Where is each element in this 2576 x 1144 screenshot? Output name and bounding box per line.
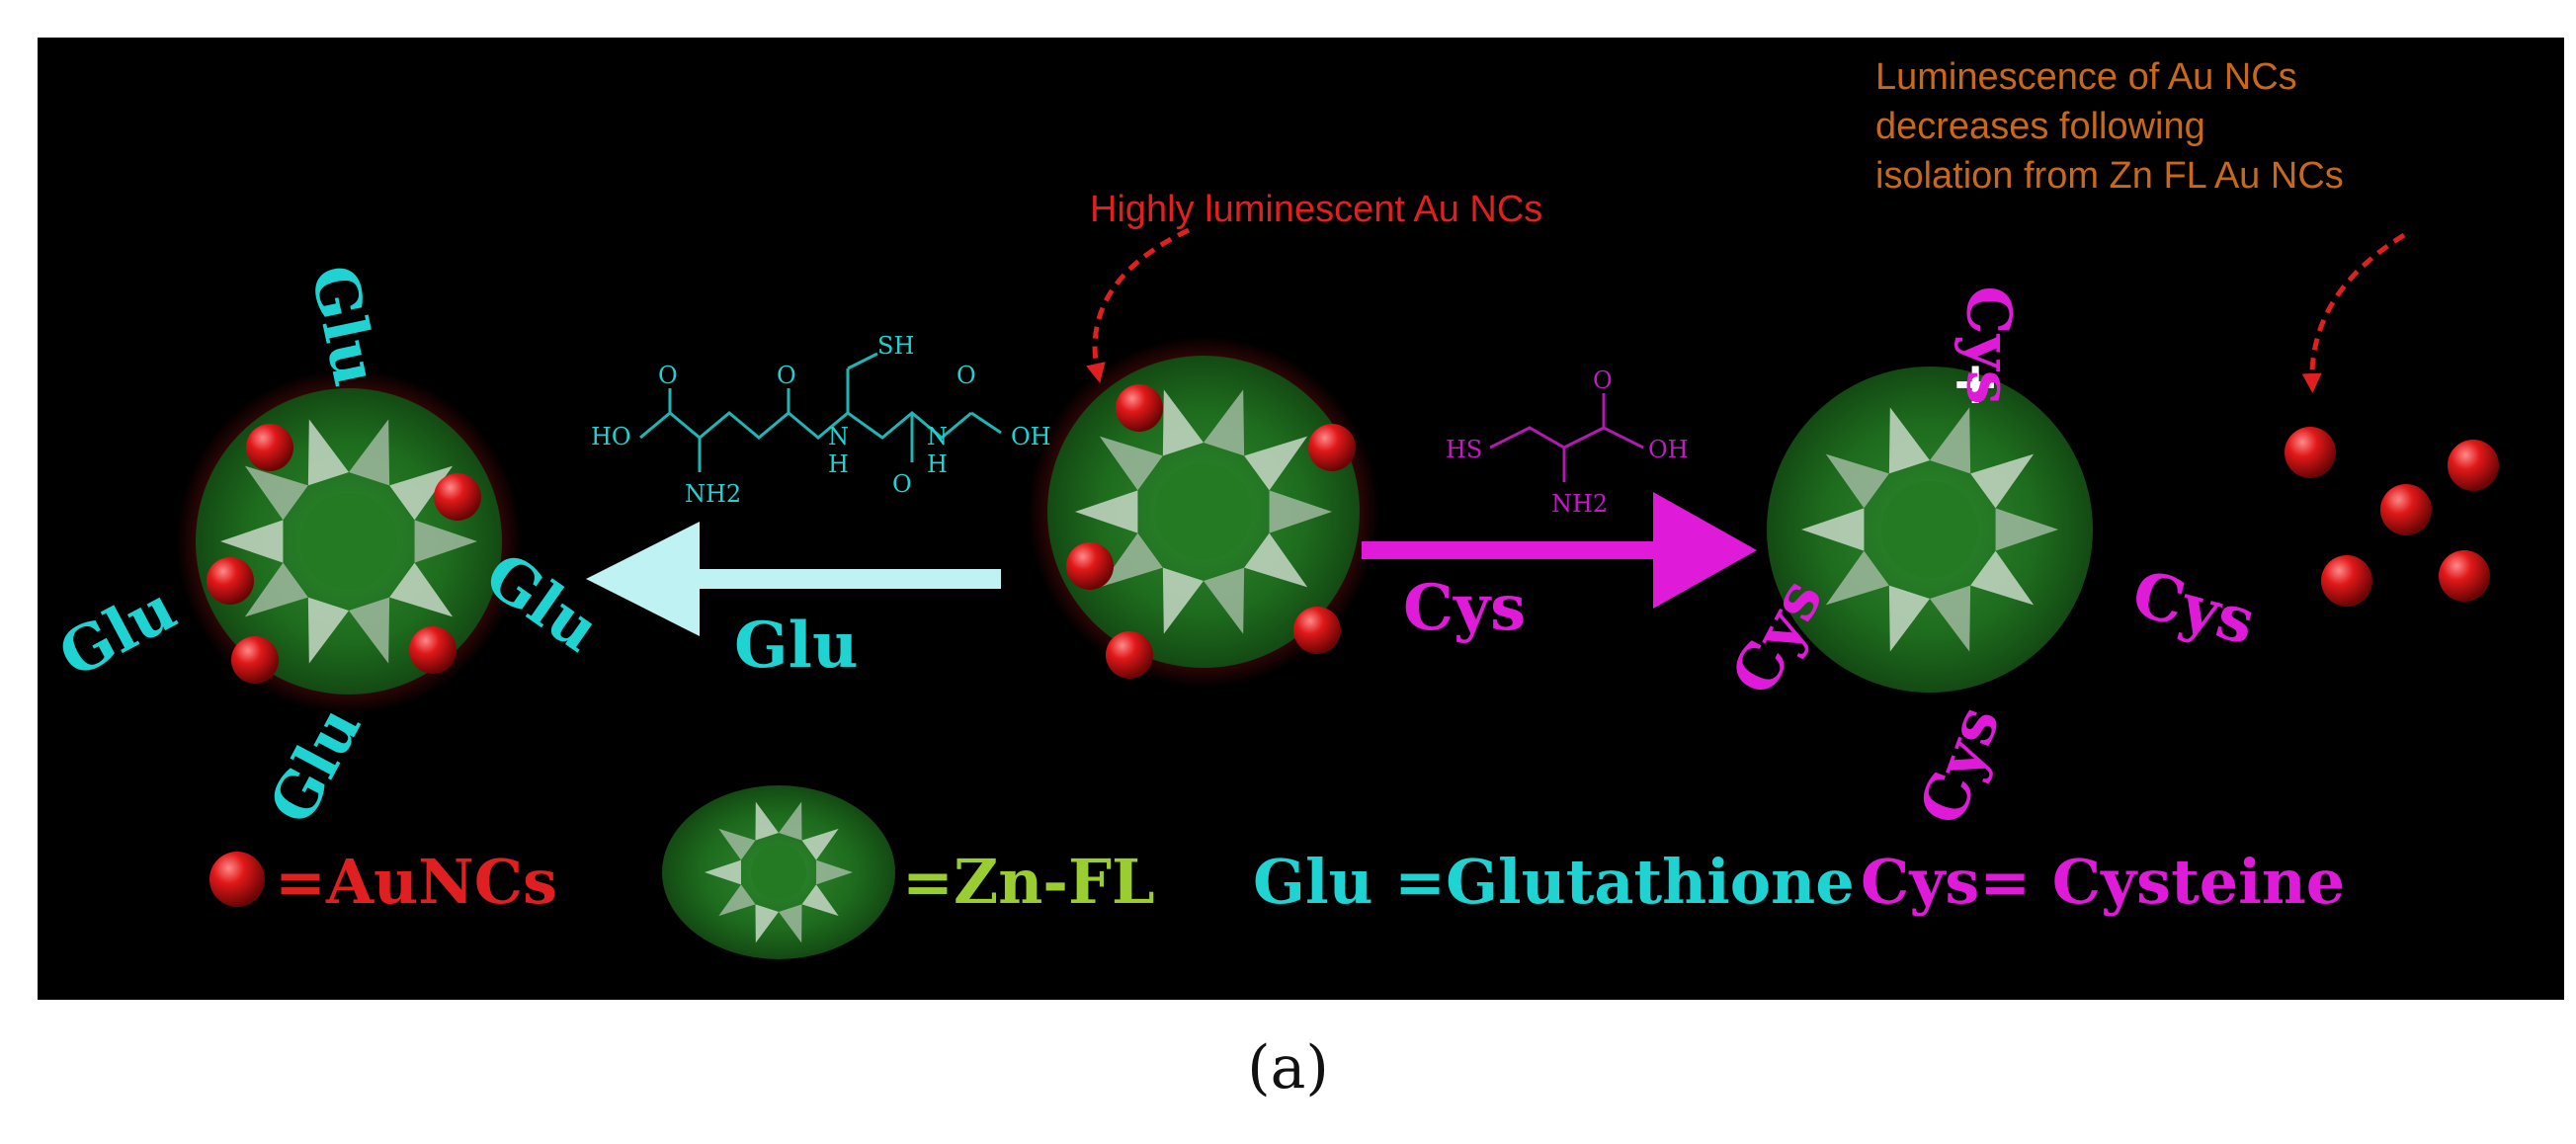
glu-arrow: [586, 522, 1001, 636]
legend-zn-fl-icon: [662, 785, 895, 959]
molecule-atom: O: [777, 362, 796, 389]
molecule-atom: N: [828, 423, 849, 450]
annotation-arrow: [2301, 232, 2406, 393]
molecule-atom: H: [927, 450, 948, 478]
glu-arrow-label: Glu: [734, 609, 859, 683]
highly-luminescent-label: Highly luminescent Au NCs: [1090, 189, 1543, 230]
molecule-atom: NH2: [685, 480, 741, 508]
figure-caption: (a): [1247, 1033, 1329, 1103]
cysteine-structure: [1489, 393, 1644, 482]
zn-fl-star-pattern: [1801, 407, 2058, 652]
legend-aunc-icon: [209, 852, 265, 907]
gold-nanocluster-icon: [1116, 384, 1163, 432]
molecule-atom: NH2: [1551, 490, 1608, 518]
gold-nanocluster-icon: [1293, 607, 1341, 654]
gold-nanocluster-icon: [1308, 424, 1356, 471]
cys-capped-sphere: [1767, 367, 2093, 693]
legend-glu-text: Glu =Glutathione: [1253, 846, 1855, 918]
zn-fl-star-pattern: [220, 419, 477, 664]
molecule-atom: SH: [877, 332, 914, 360]
gold-nanocluster-icon: [409, 626, 457, 674]
zn-fl-star-pattern: [705, 801, 853, 943]
gold-nanocluster-icon: [2380, 484, 2432, 535]
gold-nanocluster-icon: [2321, 555, 2372, 607]
cys-arrow: [1362, 492, 1757, 609]
zn-fl-au-nc-composite: [1028, 336, 1379, 688]
scheme-diagram: O SH O HO N N OH H H NH2 O O O HS OH NH2…: [176, 227, 2499, 959]
molecule-atom: O: [1593, 367, 1613, 394]
molecule-atom: H: [828, 450, 849, 478]
molecule-atom: HS: [1446, 436, 1482, 463]
gold-nanocluster-icon: [2448, 440, 2499, 491]
gold-nanocluster-icon: [1066, 542, 1114, 590]
luminescence-decrease-line3: isolation from Zn FL Au NCs: [1875, 155, 2344, 197]
gold-nanocluster-icon: [231, 636, 279, 684]
annotation-arrow: [1086, 227, 1191, 383]
zn-fl-star-pattern: [1075, 389, 1332, 634]
molecule-atom: O: [892, 470, 912, 498]
gold-nanocluster-icon: [246, 424, 293, 471]
molecule-atom: OH: [1011, 423, 1051, 450]
luminescence-decrease-line2: decreases following: [1875, 106, 2205, 147]
gold-nanocluster-icon: [1106, 631, 1153, 679]
glutathione-structure: [639, 352, 1002, 472]
cys-arrow-label: Cys: [1403, 571, 1527, 645]
figure-panel: O SH O HO N N OH H H NH2 O O O HS OH NH2…: [38, 38, 2564, 1000]
molecule-atom: O: [658, 362, 678, 389]
gold-nanocluster-icon: [2439, 550, 2490, 602]
molecule-atom: OH: [1648, 436, 1689, 463]
gold-nanocluster-icon: [2285, 427, 2336, 478]
luminescence-decrease-line1: Luminescence of Au NCs: [1875, 56, 2297, 98]
released-au-nc-cluster: [2285, 427, 2499, 607]
plus-sign: +: [1951, 349, 2000, 418]
legend-znfl-text: =Zn-FL: [902, 846, 1155, 918]
gold-nanocluster-icon: [434, 473, 481, 521]
glu-capped-sphere: [176, 368, 522, 714]
cys-label-top: Cys: [1953, 286, 2026, 405]
gold-nanocluster-icon: [207, 557, 254, 605]
molecule-atom: N: [927, 423, 948, 450]
molecule-atom: O: [956, 362, 976, 389]
legend-cys-text: Cys= Cysteine: [1861, 846, 2346, 918]
legend-aunc-text: =AuNCs: [275, 846, 558, 918]
molecule-atom: HO: [591, 423, 631, 450]
